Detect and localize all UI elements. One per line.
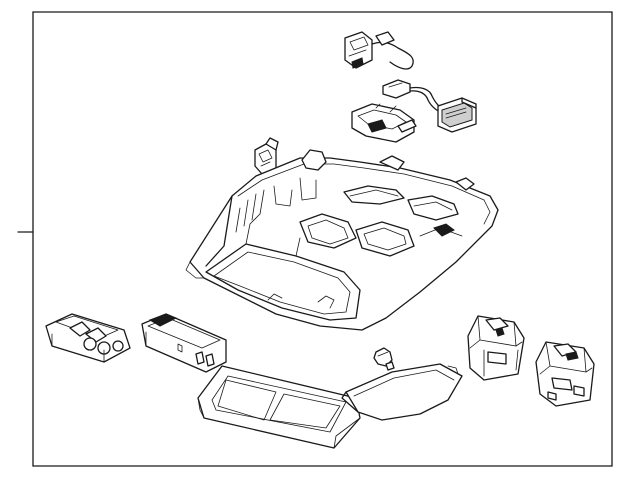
overhead-console-housing: [185, 149, 499, 331]
map-lamp-bracket: [351, 103, 417, 143]
switch-assembly-right-1: [467, 315, 525, 381]
map-lamp-bulb: [373, 347, 395, 371]
microphone-connector-upper: [344, 31, 414, 70]
microphone-module: [437, 97, 477, 133]
microphone-connector-lower: [382, 79, 447, 115]
switch-module-center: [141, 313, 227, 373]
lamp-lens-cover: [341, 363, 463, 421]
switch-assembly-right-2: [535, 341, 595, 407]
sunglass-bin-door: [197, 365, 361, 449]
switch-block-left: [45, 313, 131, 363]
diagram-frame: [17, 11, 613, 467]
